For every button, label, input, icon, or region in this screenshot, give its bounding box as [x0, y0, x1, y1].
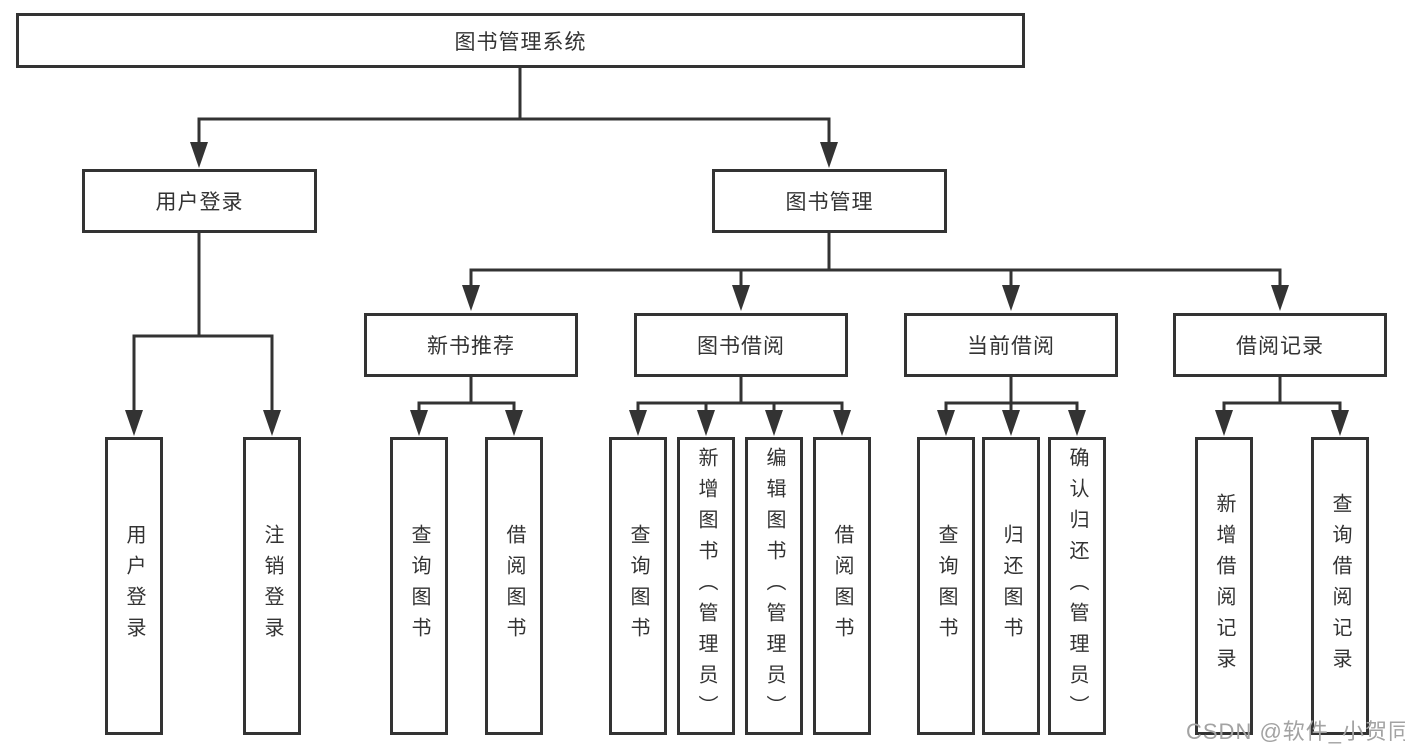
leaf-borrow-books-2: 借阅图书: [813, 437, 871, 735]
leaf-return-book: 归还图书: [982, 437, 1040, 735]
leaf-logout-login: 注销登录: [243, 437, 301, 735]
leaf-user-login-label: 用户登录: [123, 524, 145, 648]
leaf-edit-book-admin-label: 编辑图书（管理员）: [763, 446, 785, 726]
csdn-watermark: CSDN @软件_小贺同学: [1186, 719, 1405, 744]
leaf-borrow-books-1: 借阅图书: [485, 437, 543, 735]
leaf-query-books-3-label: 查询图书: [935, 524, 957, 648]
node-book-borrowing-label: 图书借阅: [697, 335, 785, 358]
node-book-management: 图书管理: [712, 169, 947, 233]
node-new-book-recommend: 新书推荐: [364, 313, 578, 377]
leaf-query-borrow-record-label: 查询借阅记录: [1329, 493, 1351, 679]
node-current-borrowing: 当前借阅: [904, 313, 1118, 377]
node-current-borrowing-label: 当前借阅: [967, 335, 1055, 358]
leaf-user-login: 用户登录: [105, 437, 163, 735]
leaf-add-borrow-record-label: 新增借阅记录: [1213, 493, 1235, 679]
leaf-return-book-label: 归还图书: [1000, 524, 1022, 648]
node-library-system: 图书管理系统: [16, 13, 1025, 68]
node-user-login: 用户登录: [82, 169, 317, 233]
leaf-add-borrow-record: 新增借阅记录: [1195, 437, 1253, 735]
leaf-add-book-admin-label: 新增图书（管理员）: [695, 446, 717, 726]
leaf-query-borrow-record: 查询借阅记录: [1311, 437, 1369, 735]
leaf-borrow-books-1-label: 借阅图书: [503, 524, 525, 648]
leaf-edit-book-admin: 编辑图书（管理员）: [745, 437, 803, 735]
node-borrowing-records: 借阅记录: [1173, 313, 1387, 377]
leaf-query-books-2: 查询图书: [609, 437, 667, 735]
node-user-login-label: 用户登录: [155, 191, 244, 214]
leaf-confirm-return-admin-label: 确认归还（管理员）: [1066, 446, 1088, 726]
leaf-query-books-2-label: 查询图书: [627, 524, 649, 648]
node-book-borrowing: 图书借阅: [634, 313, 848, 377]
node-new-book-recommend-label: 新书推荐: [427, 335, 515, 358]
leaf-query-books-1-label: 查询图书: [408, 524, 430, 648]
arrowheads: [125, 142, 1349, 436]
leaf-add-book-admin: 新增图书（管理员）: [677, 437, 735, 735]
node-borrowing-records-label: 借阅记录: [1236, 335, 1324, 358]
node-book-management-label: 图书管理: [785, 191, 874, 214]
leaf-borrow-books-2-label: 借阅图书: [831, 524, 853, 648]
leaf-confirm-return-admin: 确认归还（管理员）: [1048, 437, 1106, 735]
node-library-system-label: 图书管理系统: [454, 30, 587, 54]
leaf-logout-login-label: 注销登录: [261, 524, 283, 648]
leaf-query-books-3: 查询图书: [917, 437, 975, 735]
leaf-query-books-1: 查询图书: [390, 437, 448, 735]
